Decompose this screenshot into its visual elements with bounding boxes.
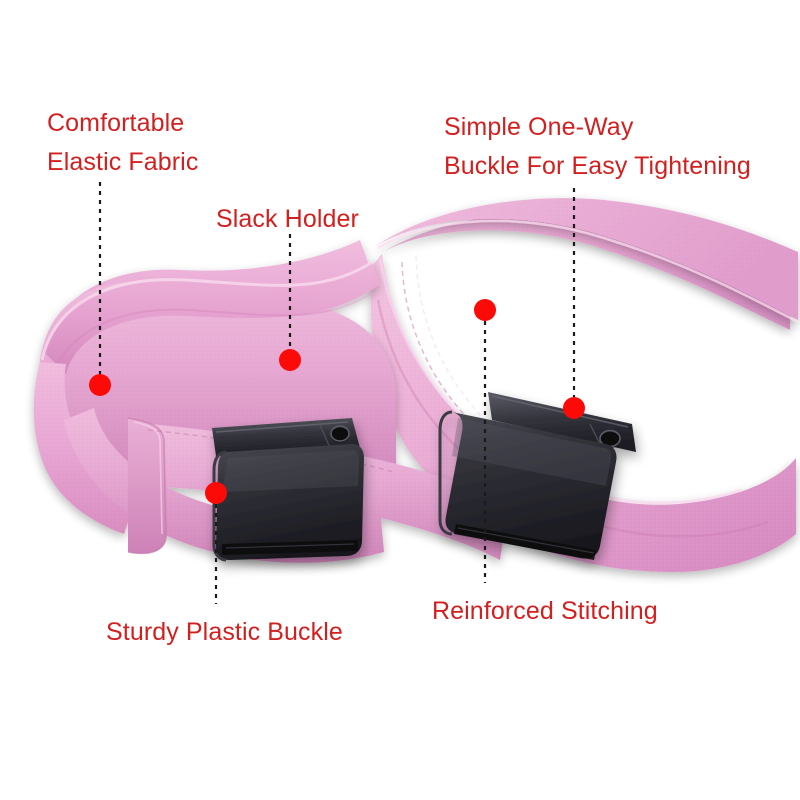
callout-label-simple-one-way-buckle: Simple One-Way Buckle For Easy Tightenin…: [444, 108, 751, 186]
slack-holder-keeper: [127, 417, 167, 555]
callout-line: Elastic Fabric: [47, 147, 199, 176]
marker-dots: [89, 299, 585, 504]
leader-lines: [98, 182, 576, 604]
marker-comfortable-elastic-fabric: [89, 374, 111, 396]
callout-line: Sturdy Plastic Buckle: [106, 618, 343, 646]
callout-label-comfortable-elastic-fabric: Comfortable Elastic Fabric: [47, 104, 198, 182]
marker-slack-holder: [279, 349, 301, 371]
marker-simple-one-way-buckle: [563, 397, 585, 419]
callout-line: Comfortable: [47, 109, 185, 137]
callout-line: Reinforced Stitching: [432, 597, 658, 625]
callout-label-slack-holder: Slack Holder: [216, 200, 359, 239]
marker-reinforced-stitching: [474, 299, 496, 321]
buckle-left: [212, 418, 364, 562]
callout-label-sturdy-plastic-buckle: Sturdy Plastic Buckle: [106, 613, 343, 652]
buckle-right: [438, 392, 636, 560]
callout-label-reinforced-stitching: Reinforced Stitching: [432, 592, 658, 631]
belt-right-free-end: [376, 198, 799, 324]
callout-line: Simple One-Way: [444, 113, 634, 141]
callout-line: Buckle For Easy Tightening: [444, 151, 751, 180]
marker-sturdy-plastic-buckle: [205, 482, 227, 504]
callout-line: Slack Holder: [216, 205, 359, 233]
